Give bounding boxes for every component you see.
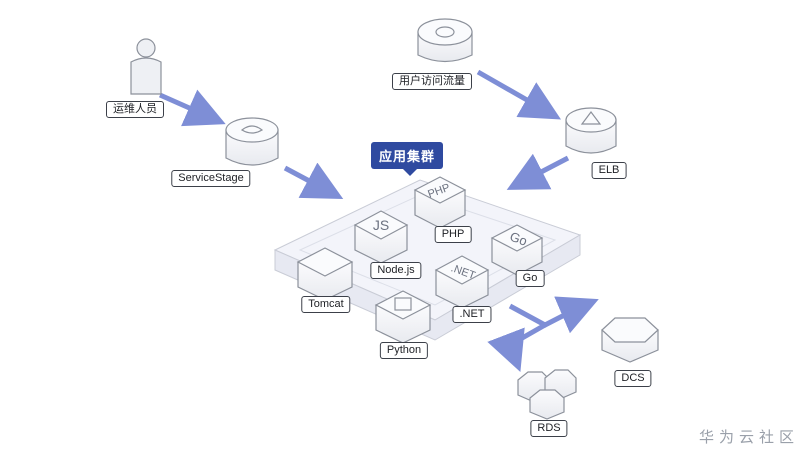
flow-arrows <box>158 69 599 373</box>
php-label: PHP <box>434 226 472 243</box>
go-icon <box>490 224 544 276</box>
dcs-icon <box>601 317 659 363</box>
js-icon-text: JS <box>373 217 389 233</box>
js-icon <box>353 210 409 264</box>
rds-label: RDS <box>530 420 568 437</box>
rds-icon <box>517 369 577 420</box>
elb-icon <box>565 107 617 154</box>
python-label: Python <box>379 342 429 359</box>
arrow-cluster-to-rds <box>487 322 547 373</box>
net-label: .NET <box>452 306 492 323</box>
arrow-cluster-to-dcs <box>508 296 599 334</box>
servicestage-label: ServiceStage <box>171 170 251 187</box>
watermark: 华为云社区 <box>698 429 799 446</box>
ops-label: 运维人员 <box>106 101 164 118</box>
traffic-icon <box>417 18 473 63</box>
php-icon <box>413 176 467 229</box>
arrow-ops-to-servicestage <box>158 89 226 127</box>
python-icon <box>374 290 432 344</box>
tomcat-label: Tomcat <box>301 296 351 313</box>
net-icon <box>434 255 490 309</box>
go-label: Go <box>515 270 545 287</box>
arrow-servicestage-to-cluster <box>283 162 344 200</box>
traffic-label: 用户访问流量 <box>392 73 472 90</box>
tomcat-icon <box>296 247 354 301</box>
cluster-badge: 应用集群 <box>371 142 444 176</box>
nodejs-label: Node.js <box>370 262 422 279</box>
servicestage-icon <box>225 117 279 166</box>
go-icon-text: Go <box>508 229 529 249</box>
dcs-label: DCS <box>614 370 652 387</box>
arrow-elb-to-cluster <box>506 153 570 190</box>
person-icon <box>130 38 162 95</box>
elb-label: ELB <box>591 162 627 179</box>
arrow-traffic-to-elb <box>476 69 562 120</box>
